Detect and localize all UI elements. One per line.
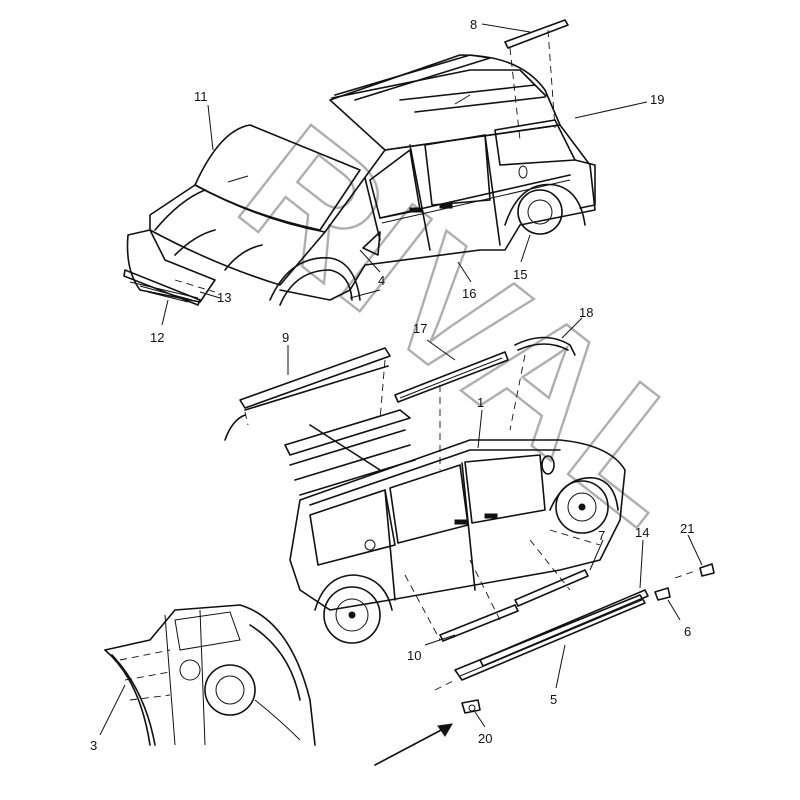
callout-1: 1 [477,395,484,410]
rocker-parts [374,563,715,766]
callout-14: 14 [635,525,649,540]
watermark: RIVAL [206,88,741,565]
callout-20: 20 [478,731,492,746]
callouts: 8 11 19 4 13 12 16 15 9 17 18 1 7 14 21 … [90,17,694,753]
watermark-text: RIVAL [207,89,740,563]
callout-13: 13 [217,290,231,305]
callout-18: 18 [579,305,593,320]
callout-16: 16 [462,286,476,301]
callout-9: 9 [282,330,289,345]
callout-10: 10 [407,648,421,663]
callout-7: 7 [598,528,605,543]
leader-lines [99,23,703,736]
callout-8: 8 [470,17,477,32]
callout-11: 11 [194,89,208,104]
callout-5: 5 [550,692,557,707]
callout-3: 3 [90,738,97,753]
callout-19: 19 [650,92,664,107]
callout-6: 6 [684,624,691,639]
lower-vehicle [284,409,626,644]
roof-molding-parts [224,336,576,470]
fender-liner [104,604,316,746]
callout-21: 21 [680,521,694,536]
callout-4: 4 [378,273,385,288]
callout-17: 17 [413,321,427,336]
callout-15: 15 [513,267,527,282]
callout-12: 12 [150,330,164,345]
upper-vehicle [123,19,596,306]
